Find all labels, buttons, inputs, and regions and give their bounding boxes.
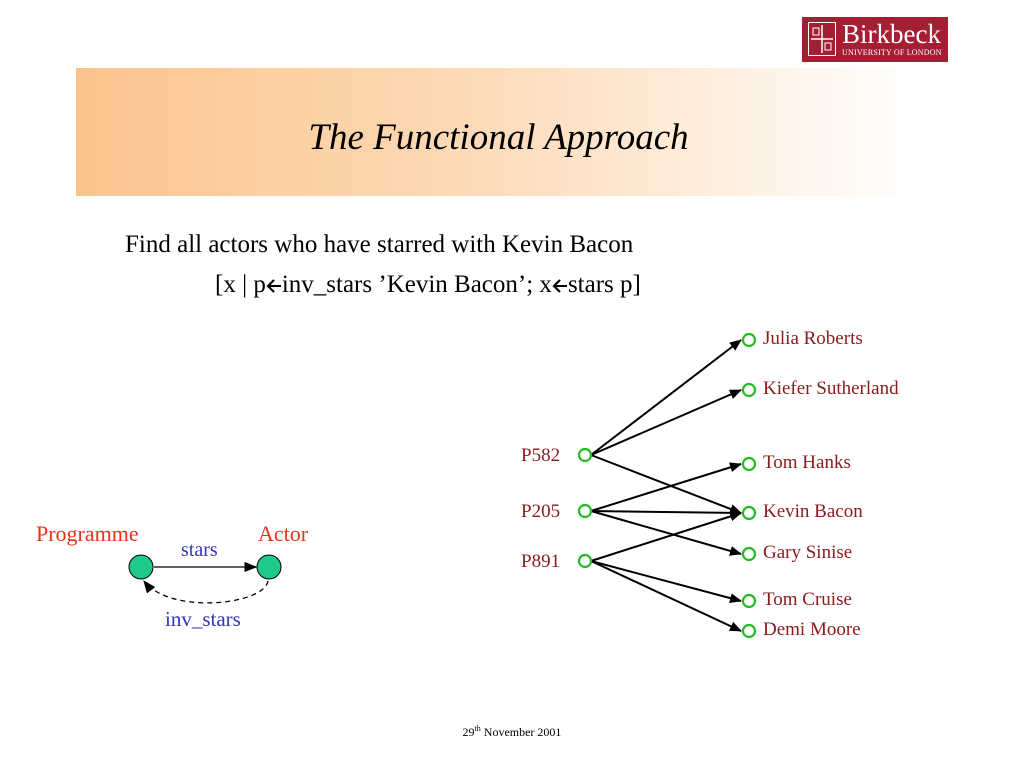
- programme-label-p582: P582: [521, 445, 560, 466]
- query-expr-part-3: stars p]: [567, 271, 641, 298]
- footer-date: 29th November 2001: [0, 724, 1024, 740]
- title-band: The Functional Approach: [76, 68, 921, 196]
- actor-node-julia-roberts: [741, 332, 757, 348]
- query-description: Find all actors who have starred with Ke…: [125, 231, 634, 258]
- programme-label: Programme: [36, 521, 139, 546]
- actor-label-gary-sinise: Gary Sinise: [763, 542, 852, 563]
- crest-icon: [808, 22, 836, 56]
- programme-label-p205: P205: [521, 501, 560, 522]
- actor-node: [256, 554, 282, 580]
- schema-graph: [128, 554, 282, 604]
- edge-p582-kevin-bacon: [590, 454, 742, 514]
- inv-stars-edge: [143, 579, 269, 604]
- stars-label: stars: [181, 539, 218, 561]
- edge-p891-kevin-bacon: [590, 511, 742, 562]
- actor-label-kevin-bacon: Kevin Bacon: [763, 501, 863, 522]
- edge-p582-kiefer-sutherland: [590, 389, 742, 456]
- query-expr-part-1: [x | p: [215, 271, 266, 298]
- programme-label-p891: P891: [521, 551, 560, 572]
- edge-p205-gary-sinise: [590, 510, 742, 556]
- logo-subtitle: UNIVERSITY OF LONDON: [842, 48, 942, 57]
- programme-node-p582: [577, 447, 593, 463]
- actor-label-julia-roberts: Julia Roberts: [763, 328, 863, 349]
- actor-node-tom-cruise: [741, 593, 757, 609]
- edge-p205-kevin-bacon: [590, 507, 742, 518]
- programme-node: [128, 554, 154, 580]
- footer-day: 29: [462, 725, 475, 739]
- birkbeck-logo: Birkbeck UNIVERSITY OF LONDON: [802, 17, 948, 62]
- edge-p891-tom-cruise: [590, 560, 742, 603]
- query-expr-part-2: inv_stars ’Kevin Bacon’; x: [281, 271, 552, 298]
- actor-node-demi-moore: [741, 623, 757, 639]
- programme-node-p891: [577, 553, 593, 569]
- left-arrow-icon: [552, 271, 568, 298]
- logo-name: Birkbeck: [842, 19, 941, 49]
- actor-label-kiefer-sutherland: Kiefer Sutherland: [763, 378, 899, 399]
- query-expression: [x | p inv_stars ’Kevin Bacon’; x stars p]: [215, 271, 641, 299]
- actor-label-demi-moore: Demi Moore: [763, 619, 861, 640]
- actor-label-tom-hanks: Tom Hanks: [763, 452, 851, 473]
- footer-rest: November 2001: [480, 725, 562, 739]
- actor-label: Actor: [258, 521, 309, 546]
- footer-suffix: th: [474, 724, 481, 733]
- inv-stars-label: inv_stars: [165, 607, 241, 631]
- schema-diagram: Programme Actor stars inv_stars: [20, 515, 340, 645]
- left-arrow-icon: [266, 271, 282, 298]
- edge-p891-demi-moore: [590, 560, 742, 632]
- actor-node-kevin-bacon: [741, 505, 757, 521]
- programme-node-p205: [577, 503, 593, 519]
- actor-node-gary-sinise: [741, 546, 757, 562]
- slide-title: The Functional Approach: [308, 117, 689, 158]
- edge-p582-julia-roberts: [590, 339, 742, 456]
- actor-node-tom-hanks: [741, 456, 757, 472]
- actor-node-kiefer-sutherland: [741, 382, 757, 398]
- actor-label-tom-cruise: Tom Cruise: [763, 589, 852, 610]
- edge-p205-tom-hanks: [590, 462, 742, 512]
